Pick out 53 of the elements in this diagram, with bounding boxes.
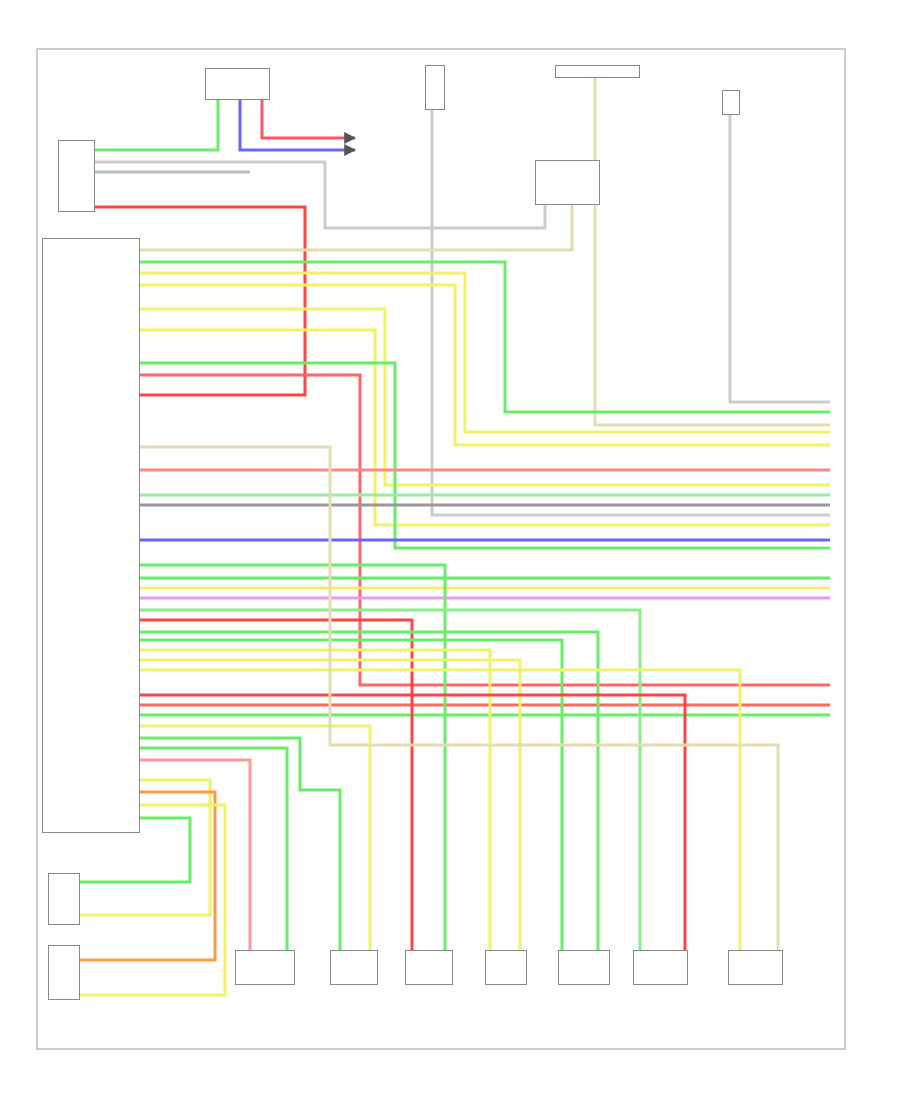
wire bbox=[140, 596, 830, 600]
wire bbox=[140, 538, 830, 542]
wire bbox=[140, 493, 830, 497]
wire bbox=[430, 110, 830, 517]
connector-block bbox=[58, 140, 95, 212]
sensor-block bbox=[235, 950, 295, 985]
wire bbox=[140, 713, 830, 717]
wire bbox=[140, 373, 830, 687]
wire bbox=[140, 703, 830, 707]
wire bbox=[140, 205, 574, 252]
sensor-block bbox=[633, 950, 688, 985]
wire bbox=[140, 260, 830, 414]
wire-arrow bbox=[238, 100, 357, 156]
wire bbox=[593, 78, 830, 427]
control-module bbox=[42, 238, 140, 833]
sensor-block bbox=[330, 950, 378, 985]
wire bbox=[140, 693, 687, 950]
wire bbox=[140, 563, 447, 950]
wire bbox=[140, 328, 830, 527]
wire bbox=[95, 205, 307, 397]
fuse-block bbox=[722, 90, 740, 115]
connector-block bbox=[205, 68, 270, 100]
sensor-block bbox=[405, 950, 453, 985]
wire bbox=[140, 586, 830, 590]
wire bbox=[140, 736, 342, 950]
wire bbox=[140, 746, 289, 950]
wire bbox=[140, 468, 830, 472]
wire bbox=[140, 724, 372, 950]
wire-arrow bbox=[260, 100, 357, 144]
switch-block bbox=[425, 65, 445, 110]
wire bbox=[95, 160, 547, 230]
sensor-block bbox=[48, 945, 80, 1000]
wire bbox=[140, 307, 830, 487]
wire bbox=[728, 115, 830, 404]
wire bbox=[140, 361, 830, 550]
wire bbox=[80, 816, 192, 884]
switch-block bbox=[48, 873, 80, 925]
wire bbox=[140, 668, 742, 950]
fuse-block bbox=[555, 65, 640, 78]
wire bbox=[140, 503, 830, 507]
wire bbox=[140, 445, 780, 950]
wire bbox=[140, 576, 830, 580]
relay-block bbox=[535, 160, 600, 205]
wire bbox=[80, 803, 227, 997]
wire bbox=[140, 758, 252, 950]
wire bbox=[140, 618, 414, 950]
wire bbox=[95, 100, 220, 152]
wire bbox=[80, 778, 212, 917]
sensor-block bbox=[558, 950, 610, 985]
wire bbox=[95, 170, 250, 174]
wire bbox=[80, 790, 217, 962]
sensor-block bbox=[485, 950, 527, 985]
sensor-block bbox=[728, 950, 783, 985]
